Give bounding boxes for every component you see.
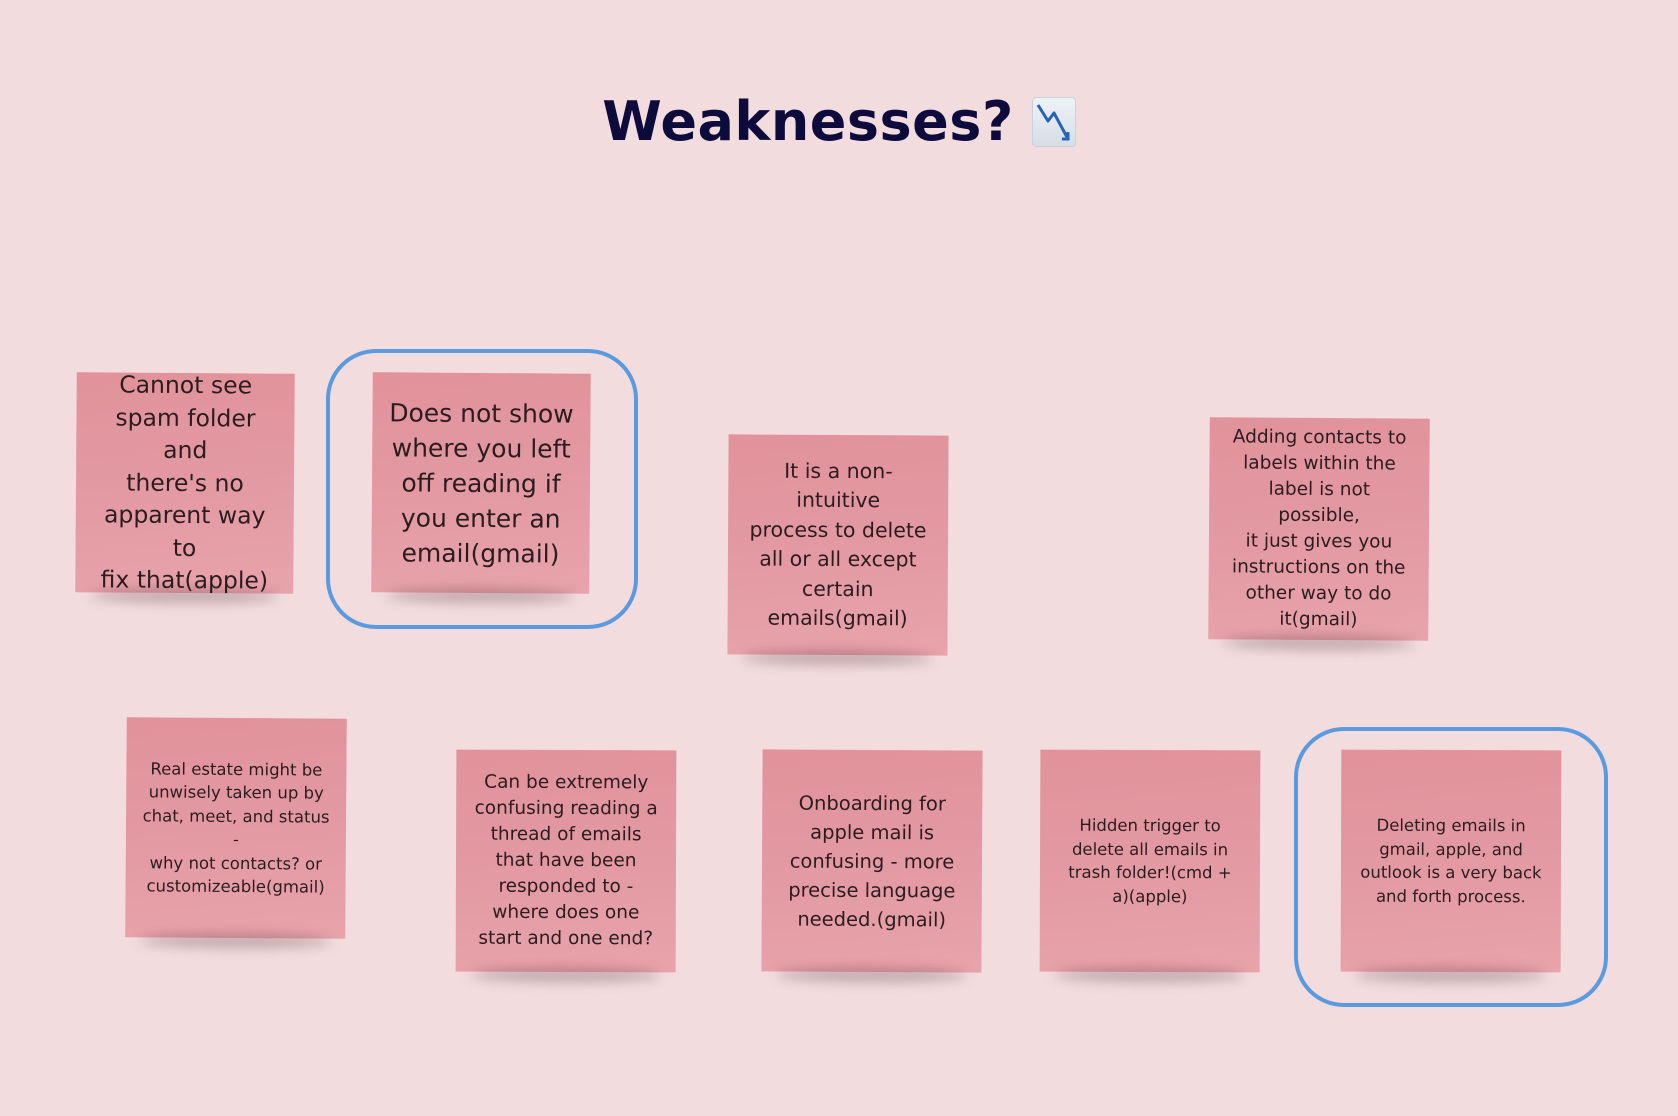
- sticky-note-text: Does not show where you left off reading…: [389, 397, 574, 569]
- sticky-note-hidden-trigger[interactable]: Hidden trigger to delete all emails in t…: [1039, 749, 1261, 973]
- sticky-note-real-estate[interactable]: Real estate might be unwisely taken up b…: [125, 717, 347, 939]
- chart-decreasing-icon: [1031, 96, 1076, 147]
- sticky-note-thread-confusing[interactable]: Can be extremely confusing reading a thr…: [455, 749, 677, 973]
- sticky-note-text: It is a non-intuitive process to delete …: [749, 458, 927, 631]
- sticky-note-text: Onboarding for apple mail is confusing -…: [788, 791, 956, 931]
- sticky-note-spam-folder[interactable]: Cannot see spam folder and there's no ap…: [75, 371, 295, 595]
- sticky-note-text: Deleting emails in gmail, apple, and out…: [1360, 815, 1542, 906]
- sticky-note-text: Cannot see spam folder and there's no ap…: [100, 370, 269, 595]
- sticky-note-contacts-labels[interactable]: Adding contacts to labels within the lab…: [1208, 417, 1430, 641]
- sticky-note-delete-all[interactable]: It is a non-intuitive process to delete …: [727, 434, 949, 656]
- sticky-note-text: Can be extremely confusing reading a thr…: [474, 771, 658, 950]
- sticky-note-text: Real estate might be unwisely taken up b…: [142, 758, 330, 897]
- sticky-note-text: Adding contacts to labels within the lab…: [1231, 426, 1407, 631]
- sticky-note-text: Hidden trigger to delete all emails in t…: [1068, 815, 1232, 906]
- sticky-note-onboarding[interactable]: Onboarding for apple mail is confusing -…: [761, 749, 983, 973]
- board-title: Weaknesses?: [0, 90, 1678, 153]
- board-title-text: Weaknesses?: [602, 90, 1014, 153]
- sticky-note-reading-position[interactable]: Does not show where you left off reading…: [371, 372, 591, 594]
- sticky-note-deleting-back-forth[interactable]: Deleting emails in gmail, apple, and out…: [1340, 749, 1562, 973]
